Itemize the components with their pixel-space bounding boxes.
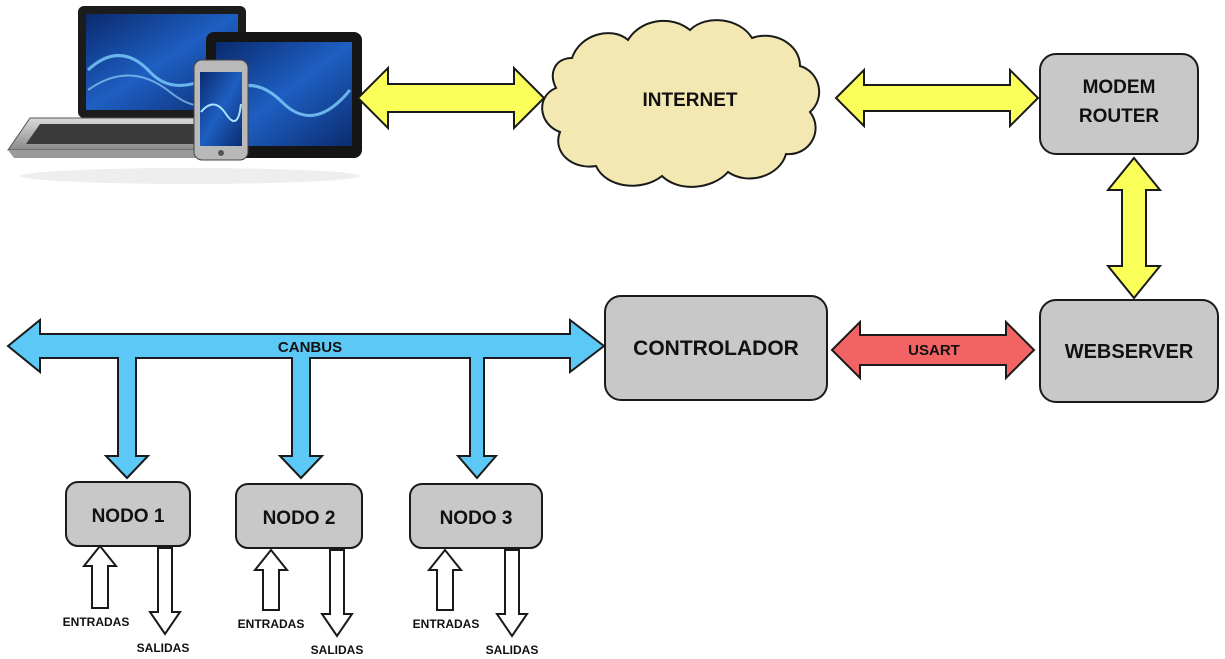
usart-label: USART xyxy=(908,342,960,359)
nodo-1-entradas-label: ENTRADAS xyxy=(63,615,130,629)
controlador-box: CONTROLADOR xyxy=(604,295,828,401)
devices-internet-link-arrow xyxy=(356,65,546,131)
internet-modem-link-arrow xyxy=(834,67,1040,129)
nodo-3-entradas-arrow xyxy=(426,548,464,611)
nodo-2-salidas-arrow xyxy=(320,549,354,638)
webserver-label: WEBSERVER xyxy=(1065,341,1194,363)
usart-link: USART xyxy=(830,319,1036,381)
nodo-3-salidas-arrow xyxy=(495,549,529,638)
nodo-1-entradas-arrow xyxy=(81,544,119,609)
usart-link-arrow xyxy=(830,319,1036,381)
nodo-2-entradas-arrow xyxy=(252,548,290,611)
nodo-2-label: NODO 2 xyxy=(263,508,336,529)
nodo-2-entradas-label: ENTRADAS xyxy=(238,617,305,631)
nodo-2-salidas-label: SALIDAS xyxy=(311,643,364,657)
nodo-1-salidas-arrow xyxy=(148,547,182,636)
modem-label: MODEM xyxy=(1083,77,1156,98)
nodo-3-entradas-label: ENTRADAS xyxy=(413,617,480,631)
nodo-1-label: NODO 1 xyxy=(92,506,165,527)
nodo-3-label: NODO 3 xyxy=(440,508,513,529)
nodo-3-salidas-label: SALIDAS xyxy=(486,643,539,657)
internet-label: INTERNET xyxy=(643,90,738,111)
internet-cloud: INTERNET xyxy=(541,19,820,188)
laptop-tablet-phone-icon xyxy=(7,6,362,184)
modem-router-box: MODEM ROUTER xyxy=(1039,53,1199,155)
nodo-3-box: NODO 3 xyxy=(409,483,543,549)
canbus-label: CANBUS xyxy=(278,339,342,356)
canbus-link: CANBUS xyxy=(6,317,606,480)
controlador-label: CONTROLADOR xyxy=(633,337,799,360)
webserver-box: WEBSERVER xyxy=(1039,299,1219,403)
canbus-bus-arrow xyxy=(6,317,606,480)
modem-webserver-link-arrow xyxy=(1105,156,1163,300)
nodo-1-salidas-label: SALIDAS xyxy=(137,641,190,655)
nodo-1-box: NODO 1 xyxy=(65,481,191,547)
nodo-2-box: NODO 2 xyxy=(235,483,363,549)
router-label: ROUTER xyxy=(1079,106,1160,127)
